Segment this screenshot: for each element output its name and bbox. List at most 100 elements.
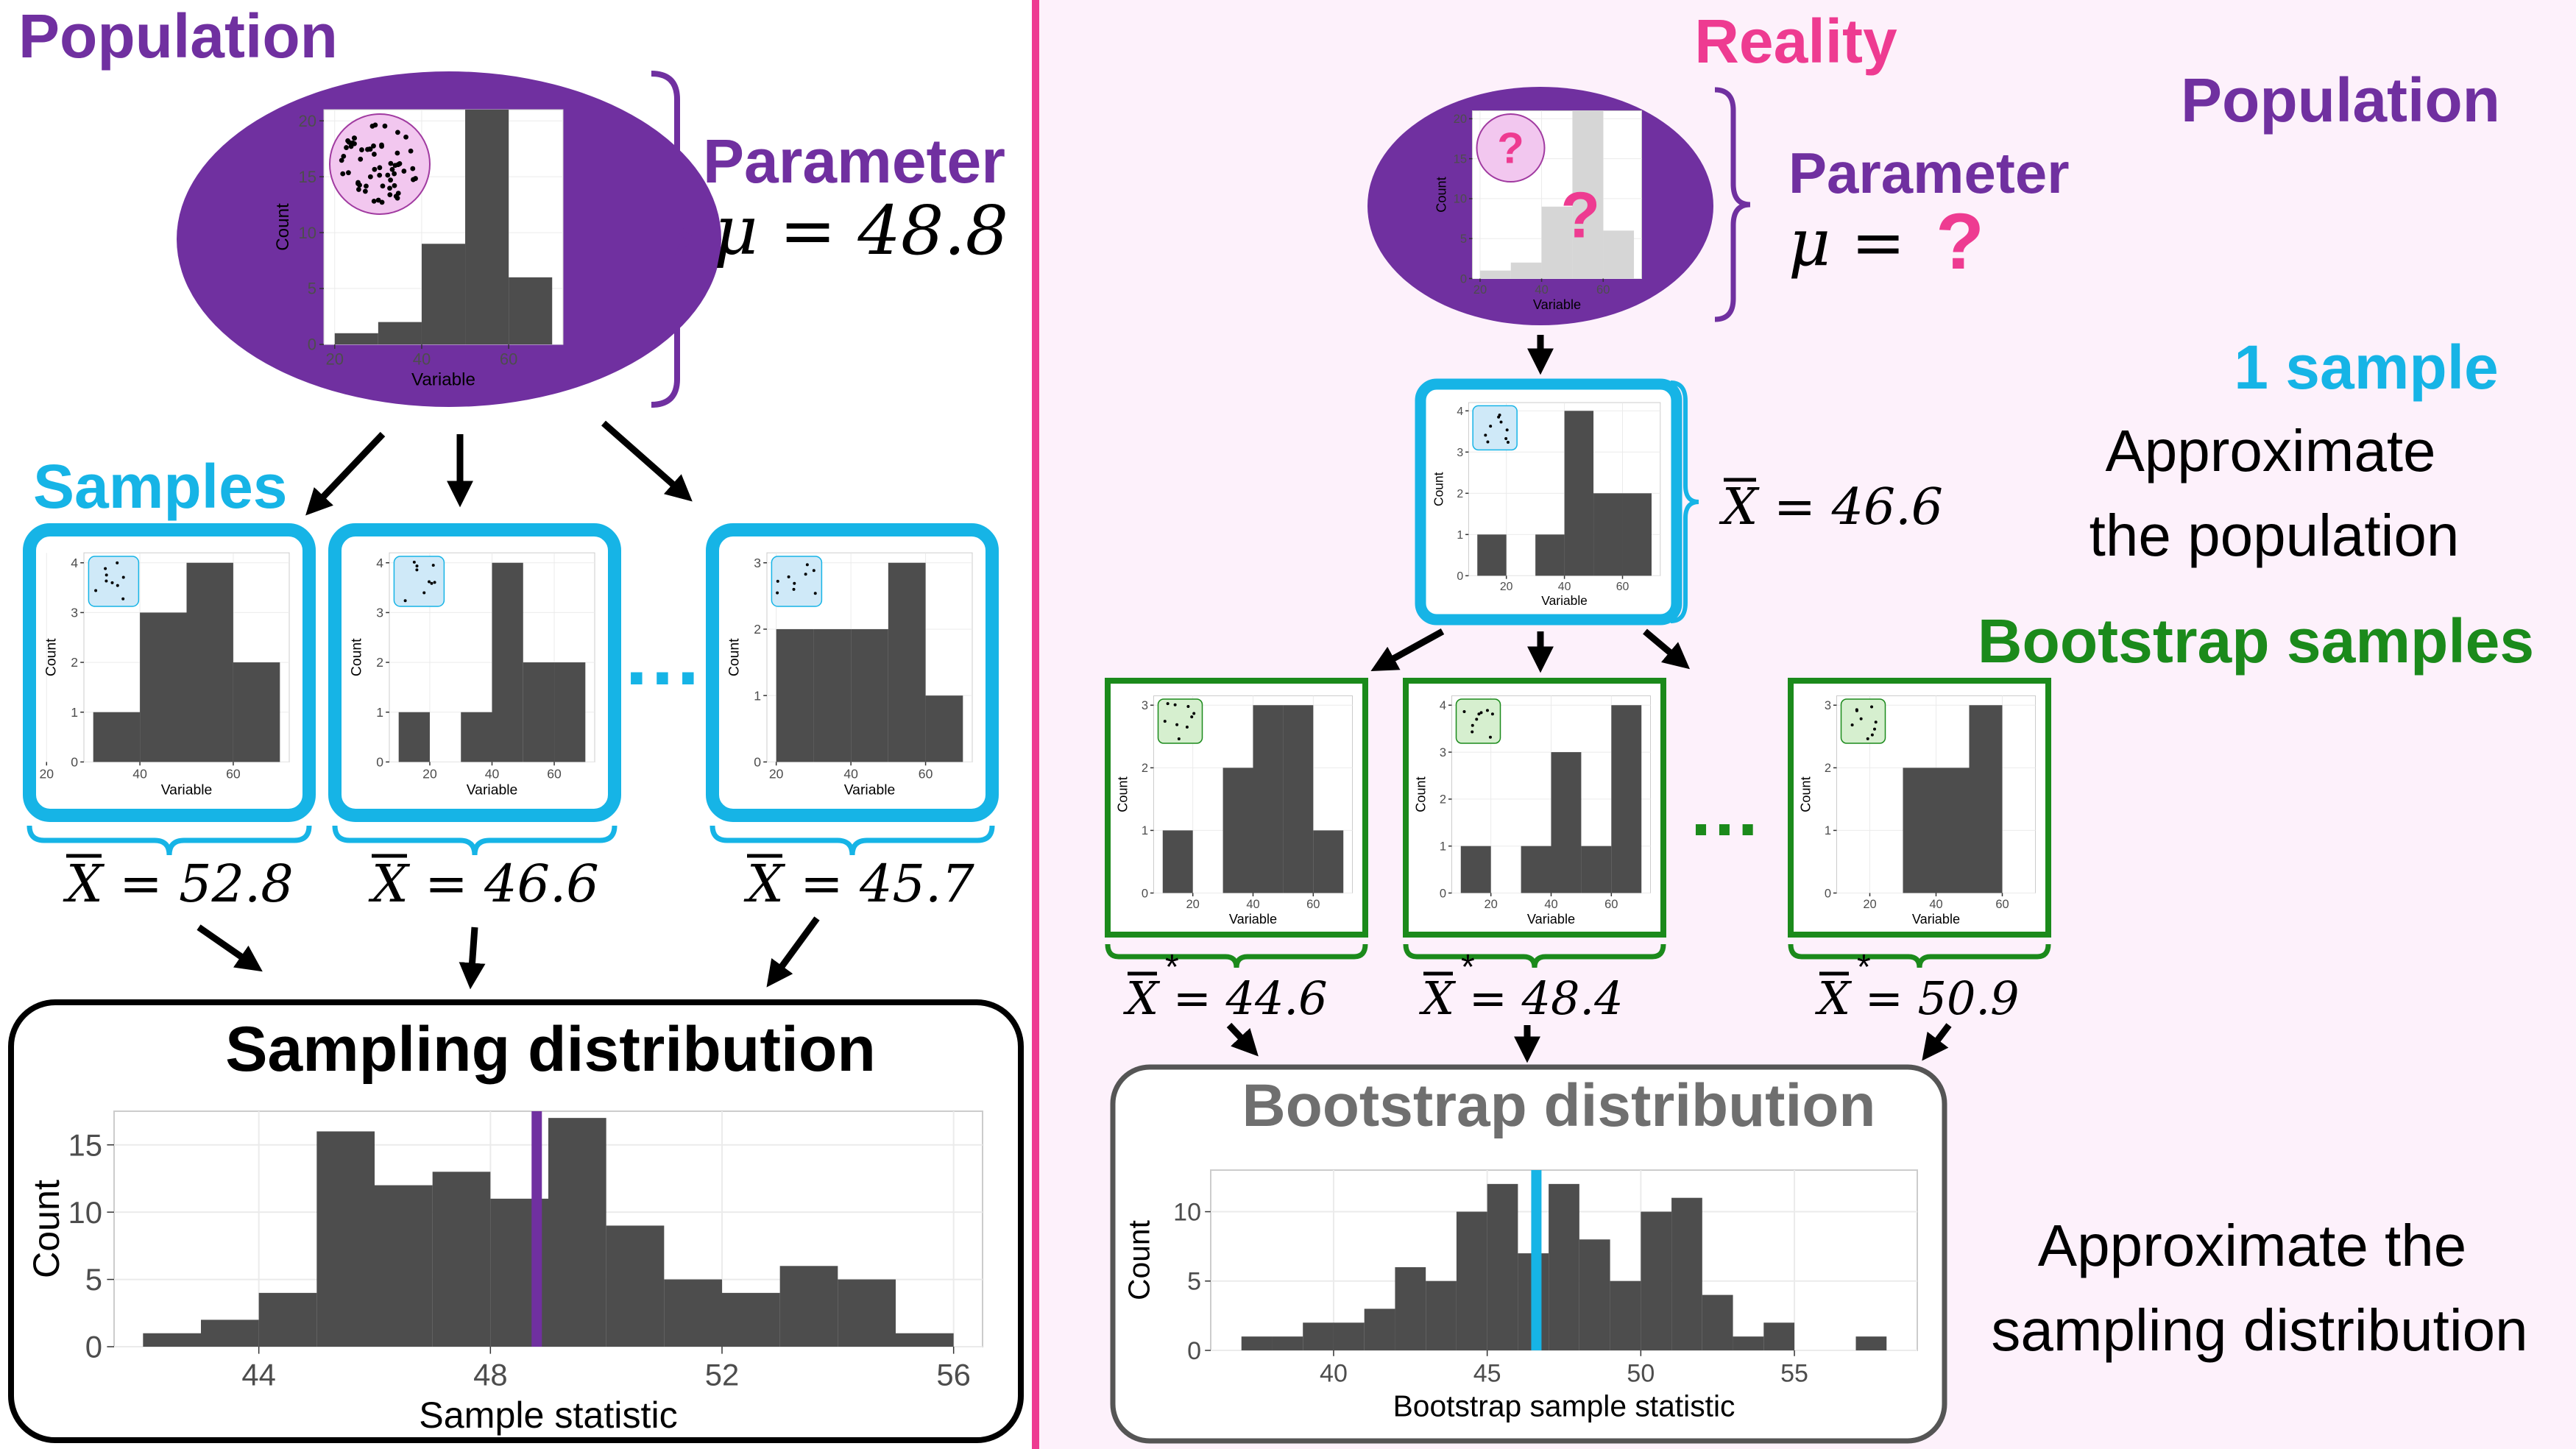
data-point — [372, 166, 378, 172]
x-tick-label: 40 — [843, 766, 858, 781]
x-axis-label: Variable — [1533, 297, 1581, 312]
data-point — [1190, 715, 1194, 719]
data-point — [1186, 704, 1190, 708]
data-point — [410, 166, 416, 171]
x-tick-label: 44 — [241, 1357, 276, 1392]
data-point — [364, 183, 369, 189]
y-tick-label: 3 — [1825, 699, 1831, 712]
approximate-population-line-2: the population — [2090, 503, 2460, 568]
data-point — [387, 185, 392, 191]
data-point — [346, 170, 351, 176]
histogram-bar — [143, 1333, 201, 1347]
bootstrap-3-star: * — [1857, 948, 1871, 987]
data-point — [408, 148, 414, 154]
data-point — [121, 575, 125, 579]
data-point — [403, 134, 408, 140]
y-axis-label: Count — [273, 203, 293, 251]
data-point — [787, 575, 790, 578]
data-point — [389, 166, 395, 172]
data-point — [362, 188, 368, 194]
data-point — [372, 152, 377, 157]
data-point — [813, 592, 817, 595]
data-point — [1490, 712, 1494, 716]
y-tick-label: 3 — [1142, 699, 1148, 712]
parameter-unknown-mark: ? — [1936, 196, 1984, 286]
y-tick-label: 4 — [1440, 699, 1446, 712]
arrow-bootstrap-3-to-dist — [1922, 1023, 1952, 1061]
data-point — [1866, 737, 1869, 740]
data-point — [1850, 723, 1854, 727]
y-tick-label: 10 — [1454, 193, 1467, 206]
histogram-bar — [1903, 768, 1970, 893]
data-point — [1874, 720, 1878, 724]
x-tick-label: 40 — [1929, 898, 1942, 911]
histogram-bar — [1611, 705, 1642, 893]
histogram-bar — [1541, 206, 1573, 279]
histogram-bar — [1303, 1322, 1334, 1350]
sampling-distribution-title: Sampling distribution — [225, 1014, 876, 1085]
data-point — [812, 569, 815, 573]
y-tick-label: 10 — [68, 1195, 102, 1230]
data-point — [411, 177, 416, 183]
data-point — [792, 587, 796, 591]
data-point — [371, 198, 377, 204]
y-tick-label: 2 — [1457, 488, 1463, 500]
histogram-bar — [813, 628, 852, 762]
x-axis-label: Variable — [161, 782, 213, 798]
y-tick-label: 3 — [1457, 447, 1463, 459]
histogram-bar — [186, 562, 233, 762]
reality-population-brace — [1714, 87, 1751, 322]
data-point — [1163, 720, 1167, 723]
y-tick-label: 3 — [1440, 746, 1446, 759]
x-tick-label: 60 — [1596, 283, 1610, 297]
histogram-bar — [851, 628, 888, 762]
histogram-bar — [492, 562, 523, 762]
y-tick-label: 1 — [376, 705, 383, 720]
population-title: Population — [18, 1, 338, 71]
y-tick-label: 3 — [376, 606, 383, 620]
x-tick-label: 20 — [1473, 283, 1487, 297]
bootstrap-1-mean: X = 44.6 — [1123, 971, 1328, 1025]
y-tick-label: 10 — [1173, 1198, 1201, 1226]
x-tick-label: 40 — [1320, 1360, 1348, 1388]
sample-points-inset — [393, 556, 445, 607]
data-point — [1870, 733, 1874, 737]
histogram-bar — [233, 662, 280, 762]
y-tick-label: 0 — [1440, 887, 1446, 900]
parameter-mu-equation: μ = 48.8 — [714, 191, 1008, 270]
data-point — [94, 589, 98, 592]
data-point — [422, 591, 426, 595]
data-point — [776, 579, 779, 583]
y-tick-label: 3 — [754, 556, 761, 570]
data-point — [394, 130, 400, 135]
y-axis-label: Count — [1432, 472, 1446, 506]
x-tick-label: 20 — [1500, 581, 1513, 593]
data-point — [1870, 705, 1874, 709]
y-axis-label: Count — [1798, 776, 1813, 812]
x-tick-label: 48 — [473, 1357, 508, 1392]
right-parameter-title: Parameter — [1788, 141, 2070, 205]
data-point — [387, 192, 393, 198]
x-tick-label: 40 — [1558, 581, 1571, 593]
y-tick-label: 3 — [71, 606, 78, 620]
data-point — [355, 181, 361, 186]
x-tick-label: 20 — [326, 350, 344, 369]
histogram-bar — [896, 1333, 954, 1347]
y-tick-label: 0 — [376, 755, 383, 770]
data-point — [105, 573, 108, 577]
histogram-bar — [523, 662, 555, 762]
x-tick-label: 60 — [226, 766, 241, 781]
x-tick-label: 60 — [500, 350, 517, 369]
data-point — [1499, 420, 1503, 424]
histogram-bar — [1535, 534, 1565, 576]
sample-points-inset — [1472, 405, 1518, 451]
y-tick-label: 1 — [754, 688, 761, 703]
data-point — [430, 581, 434, 585]
x-tick-label: 40 — [413, 350, 431, 369]
x-tick-label: 52 — [705, 1357, 740, 1392]
arrow-sample-1-to-dist — [197, 924, 263, 972]
parameter-title: Parameter — [703, 127, 1005, 196]
